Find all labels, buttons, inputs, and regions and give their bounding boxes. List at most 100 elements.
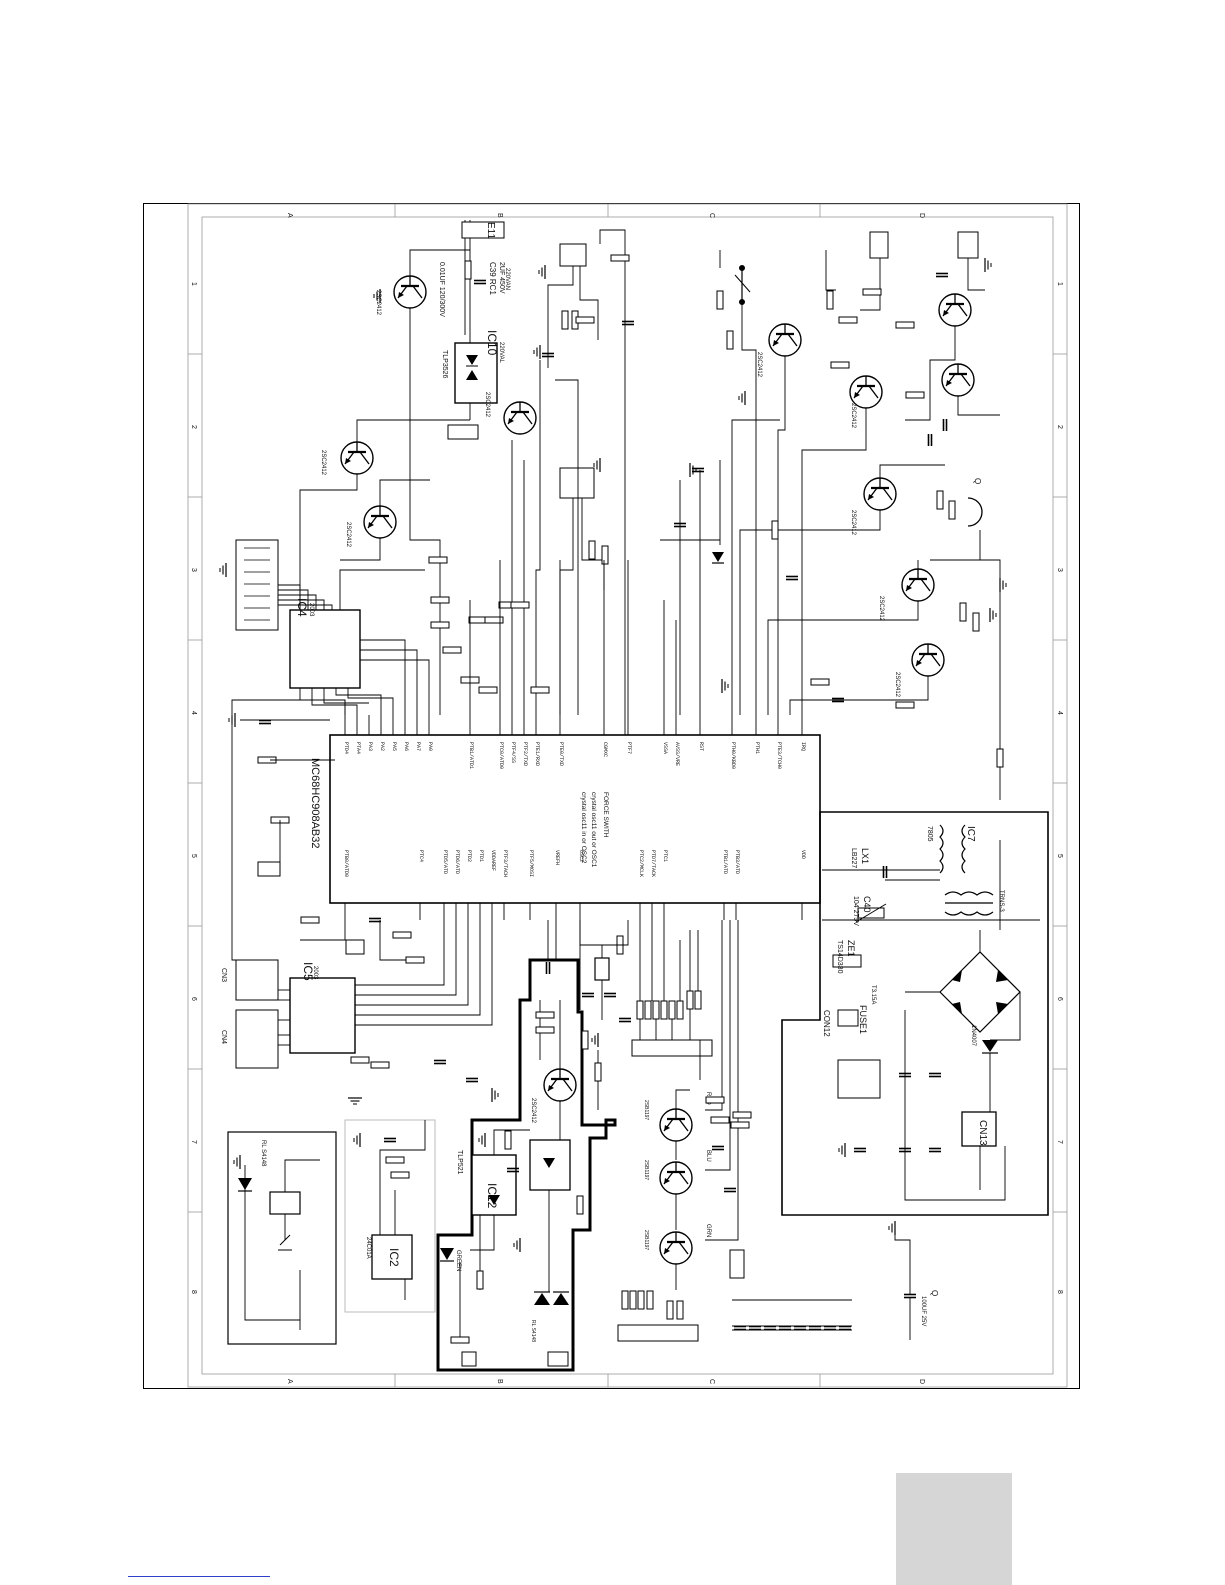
- lx1-value: 7805: [926, 826, 933, 842]
- row-label-right-3: 3: [1056, 568, 1063, 572]
- svg-text:PTB1/ATD1: PTB1/ATD1: [468, 742, 474, 769]
- ic5-driver: IC5 2003: [289, 962, 356, 1054]
- svg-text:PTE0/TXD: PTE0/TXD: [558, 742, 564, 766]
- row-label-right-5: 5: [1056, 854, 1063, 858]
- svg-text:2SC2412: 2SC2412: [878, 596, 884, 622]
- svg-text:2SC2412: 2SC2412: [850, 510, 856, 536]
- ic12-value: TLP521: [456, 1150, 463, 1175]
- row-label-left-5: 5: [190, 854, 197, 858]
- footer-link-line: [128, 1576, 270, 1577]
- cn-top-right: [869, 231, 979, 259]
- col-label-bottom-d: D: [918, 1379, 925, 1384]
- svg-text:PTD4: PTD4: [343, 742, 349, 754]
- svg-text:2SC2412: 2SC2412: [894, 672, 900, 698]
- transistor-upper-1: 2SC2412: [375, 274, 428, 316]
- relay-diode-label: RL S4148: [260, 1140, 266, 1167]
- wire-220val-top: 220VAL: [498, 342, 504, 364]
- row-label-right-8: 8: [1056, 1290, 1063, 1294]
- transistor-q-top-right-2: 2SC2412: [848, 374, 884, 429]
- fuse-f1: ZE1 TS14D330: [832, 940, 862, 974]
- transformer-value: TRNS-3: [998, 890, 1004, 912]
- switch-sw-top: [734, 265, 751, 305]
- buz1-ref: Q: [973, 478, 982, 484]
- svg-text:PTC1: PTC1: [662, 850, 668, 862]
- svg-text:PTC0/ATD0: PTC0/ATD0: [498, 742, 504, 769]
- top-right-wiring: [719, 250, 1000, 715]
- mcu-note-force: FORCE SWITH: [602, 792, 609, 838]
- diode-d-power: 1N4007: [970, 1025, 998, 1054]
- cn-small-left: [257, 861, 281, 877]
- svg-text:2SC2412: 2SC2412: [375, 290, 381, 316]
- col-label-bottom-a: A: [286, 1379, 293, 1384]
- col-label-bottom-c: C: [708, 1379, 715, 1384]
- cn13-ref: E11: [485, 222, 496, 239]
- row-label-left-7: 7: [190, 1140, 197, 1144]
- svg-text:RST: RST: [698, 742, 704, 751]
- wire-green-label: GREEN: [455, 1250, 461, 1271]
- transistor-upper-2: 2SC2412: [320, 440, 375, 476]
- q-grn-value: 2SB1197: [643, 1230, 649, 1250]
- svg-text:PA0: PA0: [427, 742, 433, 751]
- buzzer-buz1: Q: [967, 478, 983, 527]
- c40-value: LB227: [850, 848, 857, 868]
- e11-value: 100UF 25V: [920, 1296, 926, 1326]
- ic4-value: 2003: [308, 603, 314, 617]
- svg-text:PTH1: PTH1: [754, 742, 760, 754]
- wire-220van-top: 220VAN: [504, 268, 510, 290]
- diodes-isolated: RL S4148: [530, 1291, 569, 1342]
- svg-text:PTH0/KBD0: PTH0/KBD0: [730, 742, 736, 769]
- led-green: GREEN: [440, 1248, 461, 1271]
- svg-text:OSC2: OSC2: [578, 850, 584, 862]
- row-label-left-6: 6: [190, 997, 197, 1001]
- q-red-value: 2SB1197: [643, 1100, 649, 1120]
- connector-con12: FUSE1 T3.15A CON12: [822, 985, 876, 1037]
- cn13-connector: E11 220VAN 220VAL: [461, 221, 510, 364]
- row-label-left-2: 2: [190, 425, 197, 429]
- row-label-right-4: 4: [1056, 711, 1063, 715]
- led-driver-grn: GRN 2SB1197: [643, 1224, 711, 1266]
- svg-text:PA2: PA2: [379, 742, 385, 751]
- isolated-section-outline: [436, 958, 617, 1372]
- row-label-left-1: 1: [190, 282, 197, 286]
- ic2-value: 24C01A: [365, 1237, 371, 1259]
- svg-text:PTE3/TCH0: PTE3/TCH0: [776, 742, 782, 769]
- c40-ref: LX1: [860, 848, 870, 864]
- svg-text:CGMXC: CGMXC: [602, 742, 608, 757]
- col-label-top-a: A: [286, 213, 293, 218]
- transistor-q-top-right-3: [937, 292, 973, 328]
- row-label-right-7: 7: [1056, 1140, 1063, 1144]
- page-tab: [896, 1473, 1012, 1585]
- led-driver-blu: BLU 2SB1197: [643, 1150, 711, 1196]
- diode-1n4007-a: RL S4148: [530, 1320, 536, 1342]
- svg-text:PTD5/ATD: PTD5/ATD: [442, 850, 448, 874]
- r-ic10-series: [447, 424, 479, 440]
- crystal-oscillator: [579, 920, 632, 1048]
- q-blu-value: 2SB1197: [643, 1160, 649, 1180]
- left-mid-wiring: [231, 699, 346, 980]
- power-diode-value: 1N4007: [970, 1025, 976, 1047]
- e11-ref: Q: [930, 1290, 939, 1296]
- varistor-ze1: C40 104 275V: [852, 896, 887, 926]
- transistor-q-isolated: 2SC2412: [530, 1067, 578, 1124]
- connector-cn-upper-left: [235, 539, 279, 631]
- ic10-optotriac: IC10 TLP3526: [441, 330, 499, 404]
- svg-text:2SC2412: 2SC2412: [320, 450, 326, 476]
- sheet-border: [187, 203, 1068, 1388]
- svg-text:2SC2412: 2SC2412: [756, 352, 762, 378]
- svg-text:VDDAREF: VDDAREF: [490, 850, 496, 871]
- diode-s4148-mid: [712, 552, 724, 562]
- transistor-q-right-mid-3: 2SC2412: [894, 642, 946, 698]
- transistor-q-right-mid-2: 2SC2412: [878, 567, 936, 622]
- bridge-rectifier: [939, 951, 1021, 1033]
- transistor-q2-top: 2SC2412: [484, 392, 538, 436]
- svg-text:PTD1: PTD1: [478, 850, 484, 862]
- rc1-ref: C39 RC1: [488, 262, 497, 295]
- bypass-capacitor-bank: [732, 1299, 852, 1331]
- svg-text:PA5: PA5: [391, 742, 397, 751]
- ic5-value: 2003: [312, 966, 318, 980]
- col-label-top-b: B: [496, 213, 503, 218]
- led-driver-wiring: [675, 920, 739, 1290]
- con8-ref: CON12: [822, 1010, 831, 1037]
